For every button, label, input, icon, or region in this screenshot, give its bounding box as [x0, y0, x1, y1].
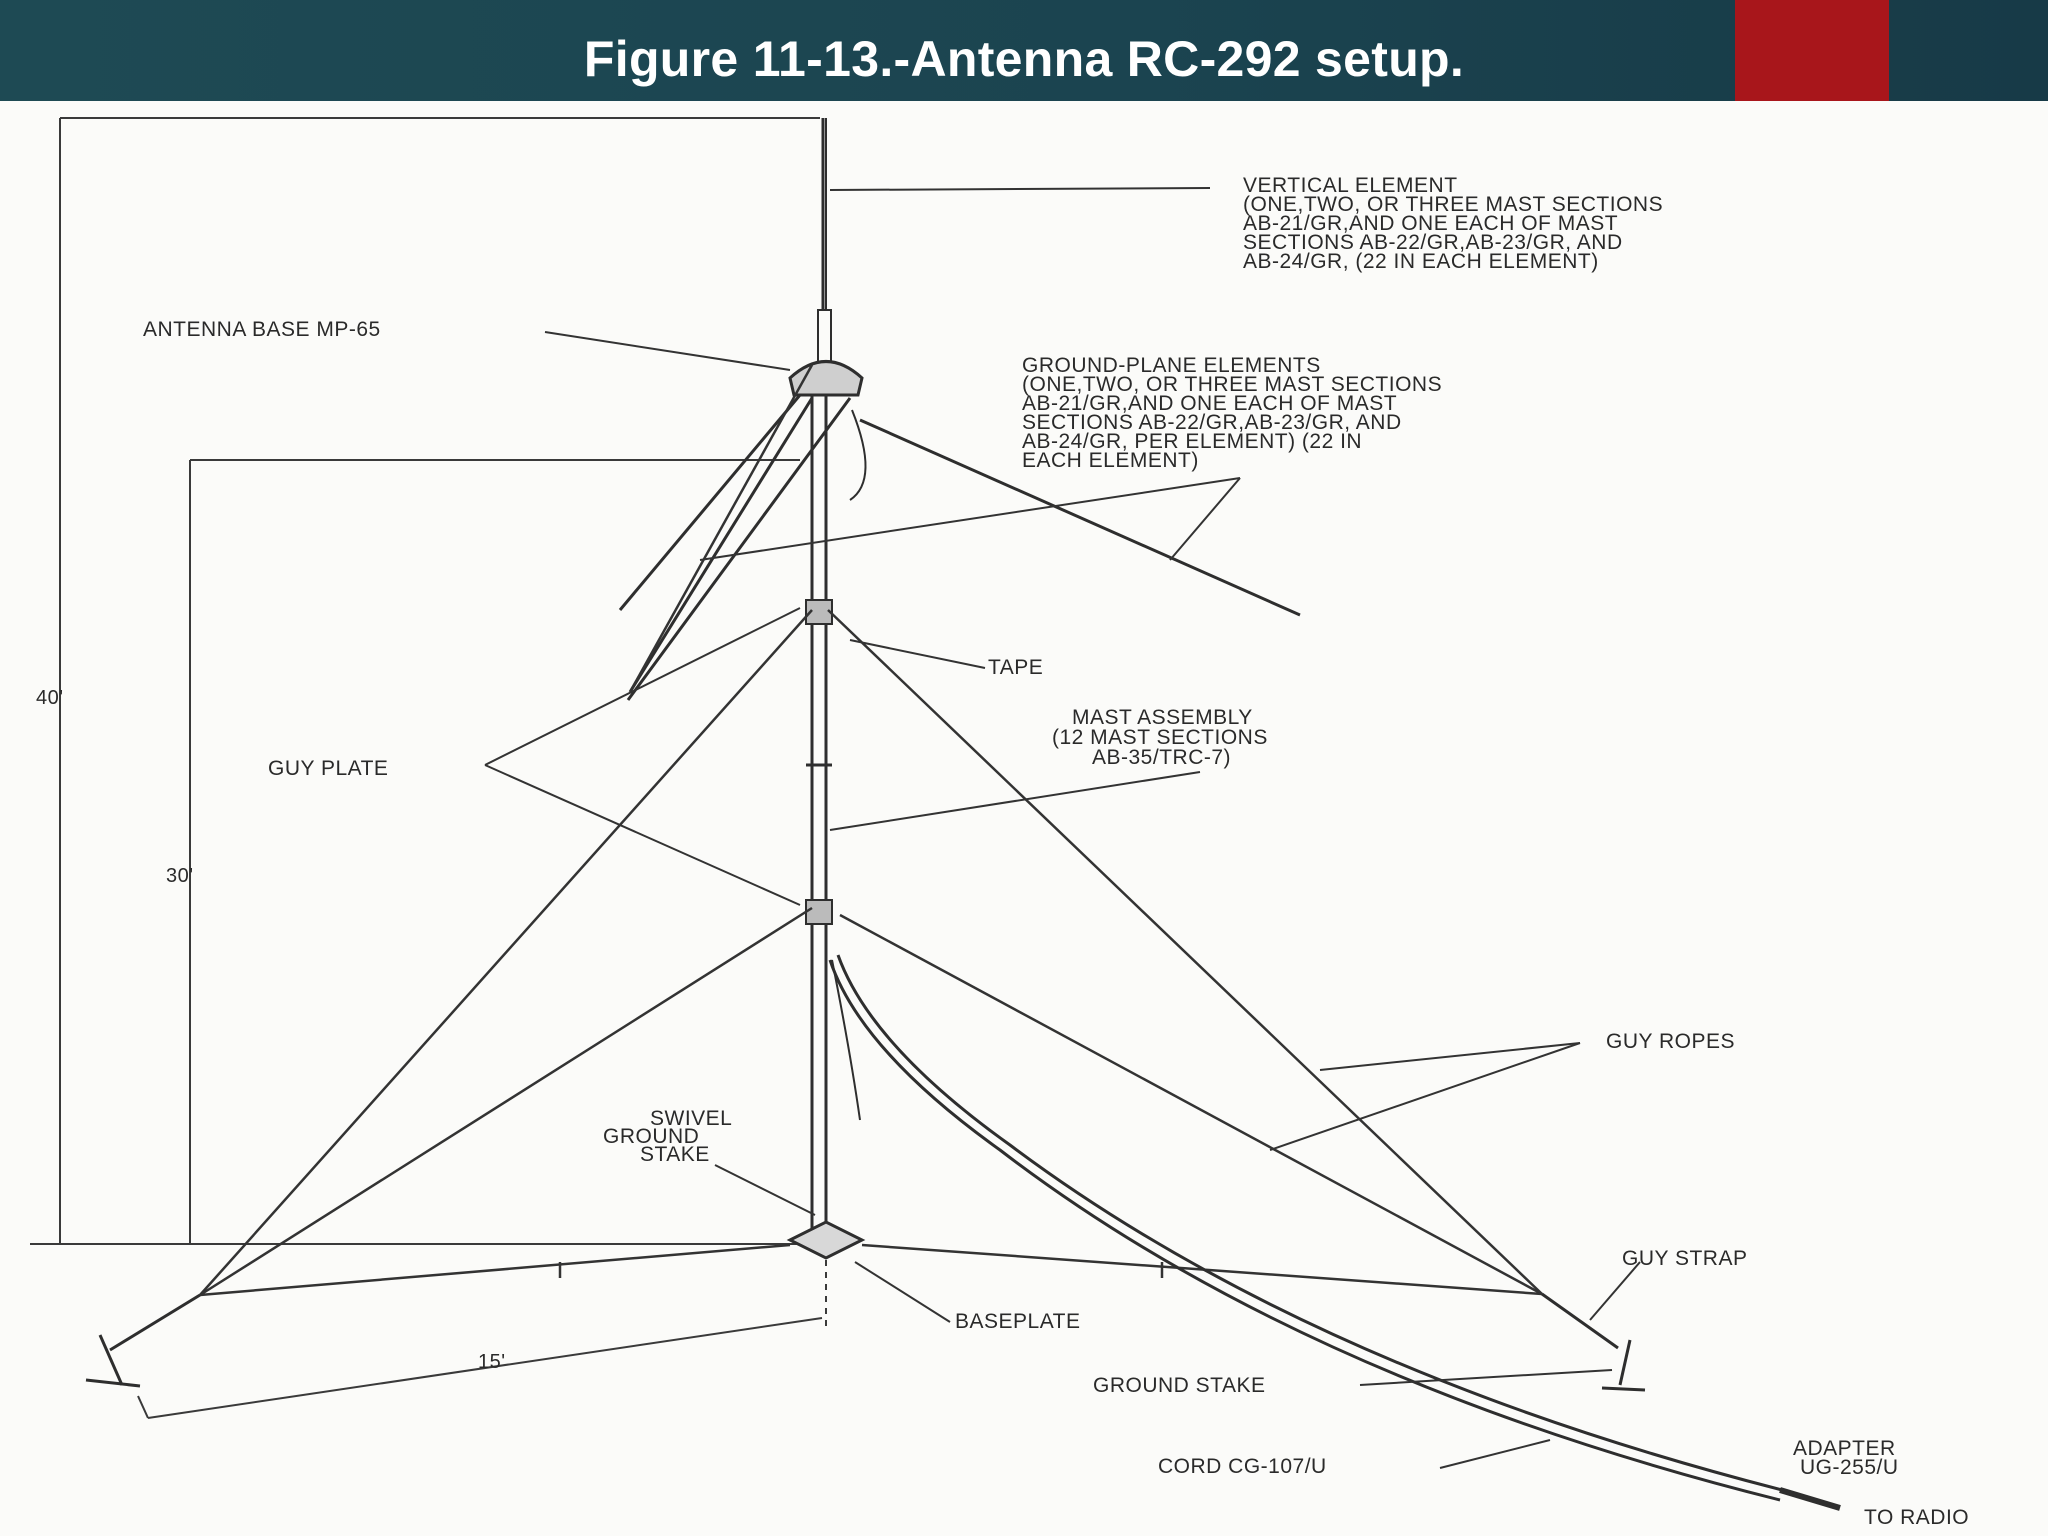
label-guy-ropes: GUY ROPES — [1606, 1030, 1735, 1053]
dimension-height-total: 40' — [36, 687, 64, 709]
swivel-label-line-1: SWIVEL — [650, 1107, 732, 1130]
ground-plane-label-line-4: SECTIONS AB-22/GR,AB-23/GR, AND — [1022, 411, 1402, 434]
label-antenna-base: ANTENNA BASE MP-65 — [143, 318, 381, 341]
title-bar — [0, 0, 2048, 101]
ground-plane-label-line-3: AB-21/GR,AND ONE EACH OF MAST — [1022, 392, 1397, 415]
vertical-element-label-line-2: (ONE,TWO, OR THREE MAST SECTIONS — [1243, 193, 1663, 216]
mast-assembly — [805, 395, 833, 1235]
vertical-element-label-line-1: VERTICAL ELEMENT — [1243, 174, 1458, 197]
label-baseplate: BASEPLATE — [955, 1310, 1081, 1333]
mast-assembly-label-line-1: MAST ASSEMBLY — [1072, 706, 1253, 729]
vertical-element-label-line-4: SECTIONS AB-22/GR,AB-23/GR, AND — [1243, 231, 1623, 254]
label-ground-plane-elements: GROUND-PLANE ELEMENTS (ONE,TWO, OR THREE… — [1022, 354, 1442, 472]
page-title: Figure 11-13.-Antenna RC-292 setup. — [583, 31, 1465, 87]
swivel-label-line-3: STAKE — [640, 1143, 710, 1166]
ground-plane-label-line-6: EACH ELEMENT) — [1022, 449, 1199, 472]
vertical-element-label-line-3: AB-21/GR,AND ONE EACH OF MAST — [1243, 212, 1618, 235]
diagram-background — [0, 101, 2048, 1536]
dimension-lines — [30, 117, 827, 1419]
label-mast-assembly: MAST ASSEMBLY (12 MAST SECTIONS AB-35/TR… — [1052, 706, 1268, 769]
adapter-label-line-2: UG-255/U — [1800, 1456, 1899, 1479]
mast-assembly-label-line-2: (12 MAST SECTIONS — [1052, 726, 1268, 749]
label-cord: CORD CG-107/U — [1158, 1455, 1327, 1478]
ground-stake-left — [85, 1293, 201, 1388]
guy-ropes — [199, 364, 1543, 1297]
label-guy-plate: GUY PLATE — [268, 757, 388, 780]
label-vertical-element: VERTICAL ELEMENT (ONE,TWO, OR THREE MAST… — [1243, 174, 1663, 273]
label-tape: TAPE — [988, 656, 1043, 679]
swivel-label-line-2: GROUND — [603, 1125, 699, 1148]
label-guy-strap: GUY STRAP — [1622, 1247, 1747, 1270]
label-to-radio: TO RADIO — [1864, 1506, 1969, 1529]
baseplate — [786, 1220, 866, 1260]
label-swivel-ground-stake: SWIVEL GROUND STAKE — [603, 1107, 732, 1166]
dimension-radius: 15' — [478, 1351, 506, 1373]
vertical-element — [817, 118, 832, 366]
vertical-element-label-line-5: AB-24/GR, (22 IN EACH ELEMENT) — [1243, 250, 1599, 273]
ground-stake-right — [1541, 1292, 1646, 1392]
ground-plane-elements — [618, 394, 1301, 701]
ground-plane-label-line-1: GROUND-PLANE ELEMENTS — [1022, 354, 1321, 377]
label-adapter: ADAPTER UG-255/U — [1793, 1437, 1899, 1479]
cord-cg107u — [828, 954, 1841, 1511]
antenna-base-mp65 — [788, 360, 864, 397]
ground-ropes — [199, 1243, 1543, 1297]
ground-plane-label-line-5: AB-24/GR, PER ELEMENT) (22 IN — [1022, 430, 1362, 453]
label-ground-stake: GROUND STAKE — [1093, 1374, 1265, 1397]
mast-assembly-label-line-3: AB-35/TRC-7) — [1092, 746, 1231, 769]
leader-lines — [484, 187, 1641, 1469]
accent-block — [1735, 0, 1889, 101]
dimension-height-guy: 30' — [166, 865, 194, 887]
ground-plane-label-line-2: (ONE,TWO, OR THREE MAST SECTIONS — [1022, 373, 1442, 396]
adapter-label-line-1: ADAPTER — [1793, 1437, 1896, 1460]
